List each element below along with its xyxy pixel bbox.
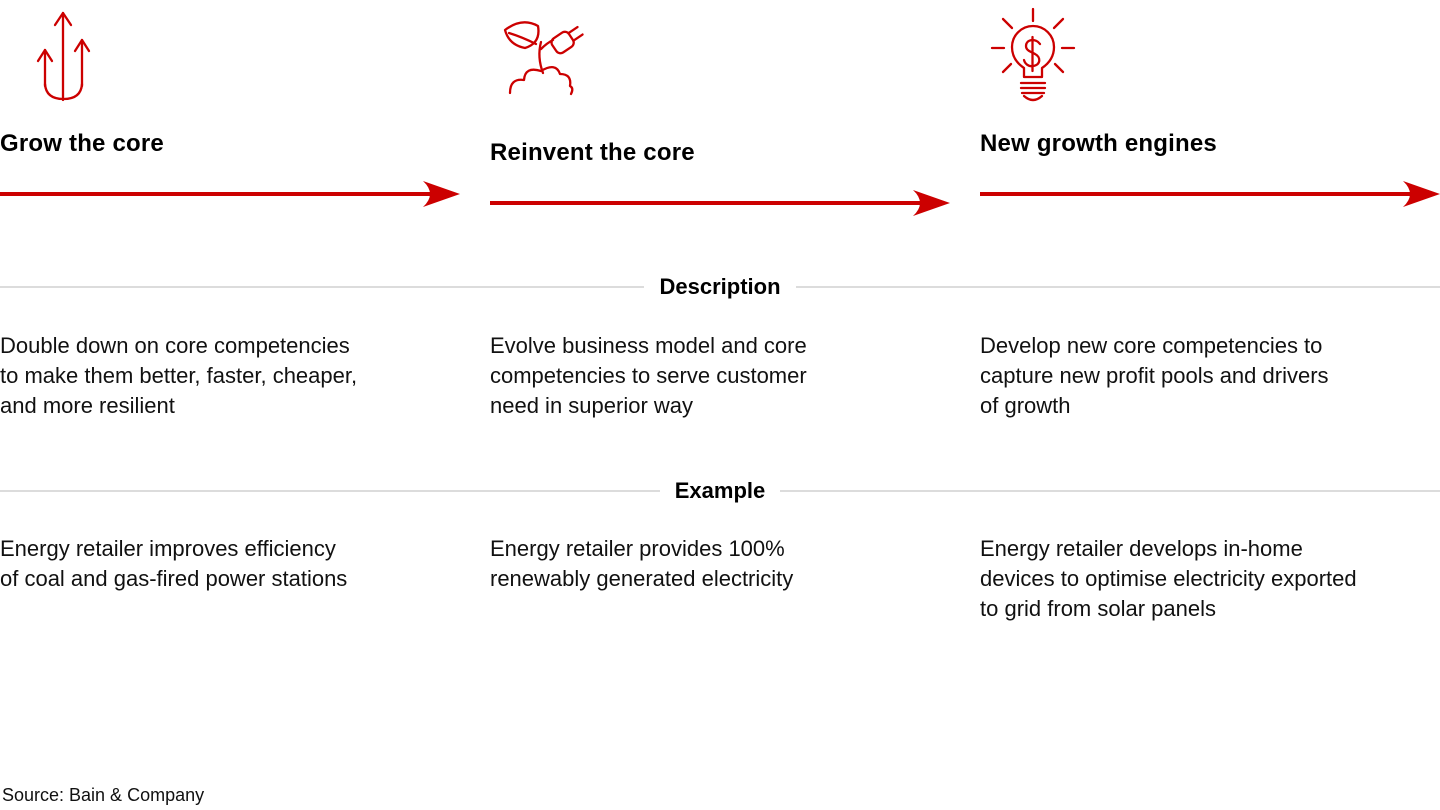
example-section-label: Example <box>674 478 766 503</box>
lightbulb-dollar-icon <box>980 6 1440 106</box>
divider-line <box>795 286 1440 288</box>
example-text-new-growth-engines: Energy retailer develops in-home devices… <box>980 536 1357 621</box>
column-title: Grow the core <box>0 130 164 157</box>
column-reinvent-the-core: Reinvent the core <box>490 6 950 216</box>
example-text-grow-the-core: Energy retailer improves efficiency of c… <box>0 536 348 591</box>
divider-line <box>780 490 1440 492</box>
description-text-reinvent-the-core: Evolve business model and core competenc… <box>490 333 807 418</box>
example-text-reinvent-the-core: Energy retailer provides 100% renewably … <box>490 536 794 591</box>
column-title: Reinvent the core <box>490 139 695 166</box>
column-title: New growth engines <box>980 130 1217 157</box>
column-grow-the-core: Grow the core <box>0 6 460 216</box>
description-text-new-growth-engines: Develop new core competencies to capture… <box>980 333 1329 418</box>
growth-arrows-icon <box>0 6 460 106</box>
divider-line <box>0 490 660 492</box>
sprout-plug-icon <box>490 15 950 115</box>
column-new-growth-engines: New growth engines <box>980 6 1440 216</box>
source-attribution: Source: Bain & Company <box>2 785 205 805</box>
description-section-label: Description <box>659 274 781 299</box>
description-section-divider: Description <box>0 272 1440 302</box>
example-row: Energy retailer improves efficiency of c… <box>0 534 1440 624</box>
red-arrow <box>980 181 1440 207</box>
divider-line <box>0 286 645 288</box>
red-arrow <box>490 190 950 216</box>
description-text-grow-the-core: Double down on core competencies to make… <box>0 333 358 418</box>
description-row: Double down on core competencies to make… <box>0 331 1440 421</box>
red-arrow <box>0 181 460 207</box>
header-row: Grow the core <box>0 0 1440 216</box>
example-section-divider: Example <box>0 476 1440 506</box>
